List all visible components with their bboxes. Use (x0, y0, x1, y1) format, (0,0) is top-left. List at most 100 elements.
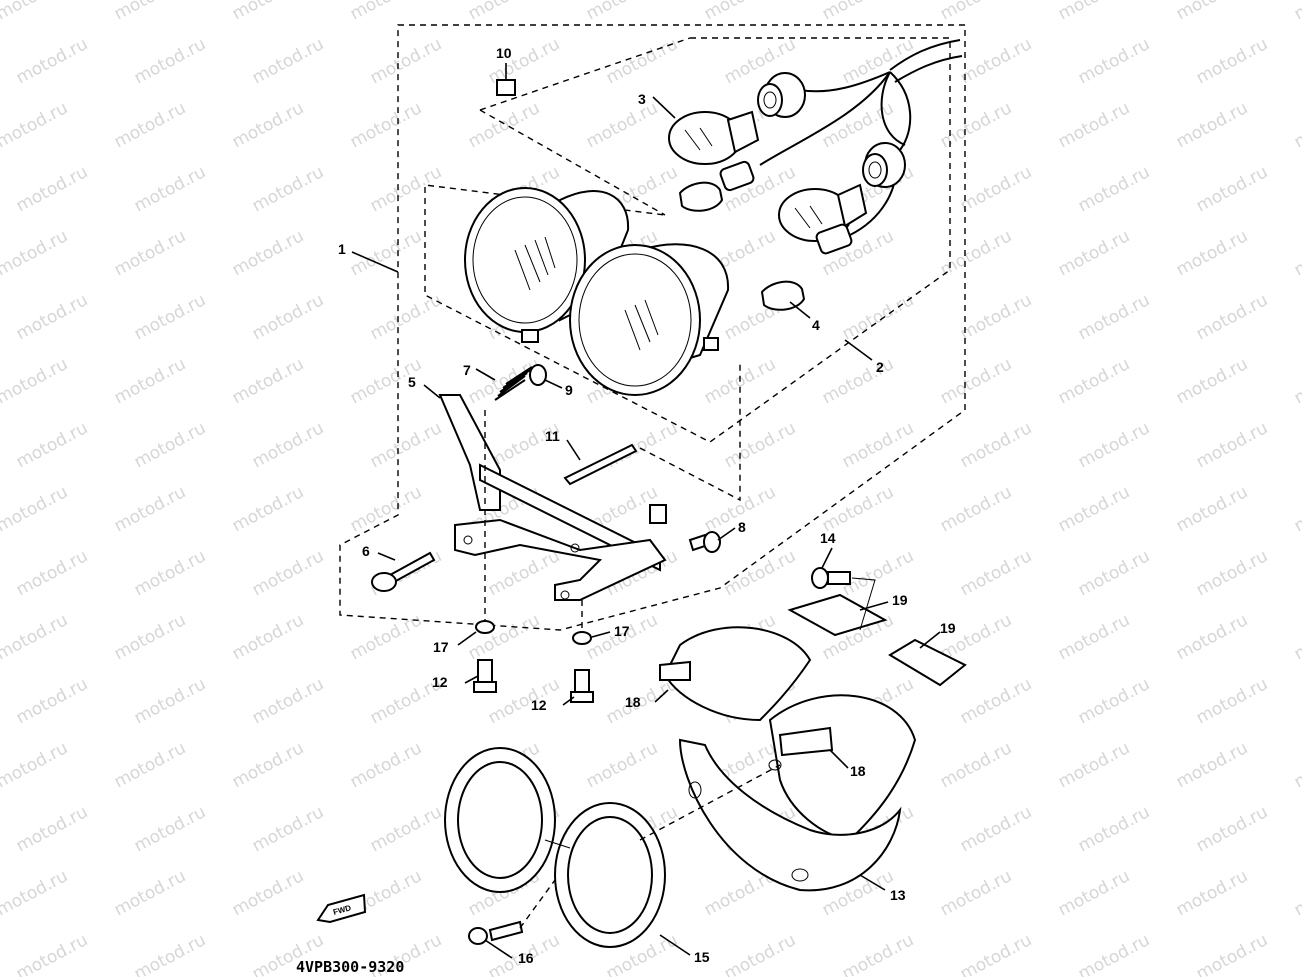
watermark-text: motod.ru (957, 546, 1035, 600)
clip-boundary-2 (479, 109, 666, 216)
leader-lines (351, 63, 941, 959)
watermark-text: motod.ru (131, 546, 209, 600)
callout-15: 15 (694, 949, 710, 965)
watermark-text: motod.ru (0, 354, 71, 408)
watermark-text: motod.ru (0, 610, 71, 664)
watermark-text: motod.ru (957, 930, 1035, 977)
assembly-1-boundary (339, 24, 966, 631)
washer-17-left (475, 620, 495, 634)
watermark-text: motod.ru (1055, 738, 1133, 792)
watermark-text: motod.ru (819, 354, 897, 408)
watermark-text: motod.ru (249, 290, 327, 344)
watermark-text: motod.ru (347, 482, 425, 536)
watermark-text: motod.ru (13, 546, 91, 600)
watermark-text: motod.ru (0, 738, 71, 792)
watermark-text: motod.ru (1193, 802, 1271, 856)
screw-14 (811, 567, 851, 589)
watermark-text: motod.ru (249, 34, 327, 88)
watermark-text: motod.ru (13, 290, 91, 344)
watermark-text: motod.ru (111, 0, 189, 24)
headlight-unit-right (569, 243, 730, 396)
watermark-text: motod.ru (367, 418, 445, 472)
bulb-3 (668, 110, 760, 165)
watermark-text: motod.ru (839, 418, 917, 472)
position-bulb-left (678, 160, 755, 212)
watermark-text: motod.ru (1055, 226, 1133, 280)
callout-2: 2 (876, 359, 884, 375)
watermark-text: motod.ru (13, 674, 91, 728)
clip-boundary (479, 37, 691, 111)
watermark-text: motod.ru (111, 354, 189, 408)
watermark-text: motod.ru (583, 738, 661, 792)
socket-bulb-3 (757, 72, 806, 118)
watermark-text: motod.ru (131, 802, 209, 856)
watermark-text: motod.ru (0, 866, 71, 920)
callout-1: 1 (338, 241, 346, 257)
watermark-text: motod.ru (1055, 0, 1133, 24)
callout-6: 6 (362, 543, 370, 559)
watermark-text: motod.ru (1291, 482, 1302, 536)
watermark-text: motod.ru (583, 98, 661, 152)
watermark-text: motod.ru (347, 226, 425, 280)
watermark-text: motod.ru (937, 738, 1015, 792)
watermark-text: motod.ru (1055, 98, 1133, 152)
watermark-text: motod.ru (819, 482, 897, 536)
watermark-text: motod.ru (1173, 226, 1251, 280)
watermark-text: motod.ru (1055, 482, 1133, 536)
washer-17-right (572, 631, 592, 645)
watermark-text: motod.ru (1291, 610, 1302, 664)
watermark-text: motod.ru (957, 418, 1035, 472)
callout-18-left: 18 (625, 694, 641, 710)
callout-19-upper: 19 (892, 592, 908, 608)
callout-8: 8 (738, 519, 746, 535)
callout-17-left: 17 (433, 639, 449, 655)
watermark-text: motod.ru (957, 162, 1035, 216)
watermark-text: motod.ru (957, 802, 1035, 856)
watermark-text: motod.ru (1291, 738, 1302, 792)
watermark-text: motod.ru (13, 418, 91, 472)
bolt-12-right (570, 669, 594, 703)
watermark-text: motod.ru (111, 482, 189, 536)
watermark-text: motod.ru (1291, 0, 1302, 24)
watermark-text: motod.ru (1193, 418, 1271, 472)
watermark-text: motod.ru (367, 162, 445, 216)
callout-9: 9 (565, 382, 573, 398)
watermark-text: motod.ru (1055, 610, 1133, 664)
watermark-text: motod.ru (1173, 866, 1251, 920)
watermark-text: motod.ru (229, 98, 307, 152)
watermark-text: motod.ru (111, 610, 189, 664)
watermark-text: motod.ru (229, 354, 307, 408)
watermark-text: motod.ru (937, 98, 1015, 152)
watermark-text: motod.ru (249, 546, 327, 600)
watermark-text: motod.ru (1173, 98, 1251, 152)
watermark-text: motod.ru (111, 866, 189, 920)
bracket-boundary (639, 360, 741, 502)
watermark-text: motod.ru (1075, 34, 1153, 88)
watermark-text: motod.ru (0, 0, 71, 24)
watermark-text: motod.ru (937, 354, 1015, 408)
part-code: 4VPB300-9320 (296, 958, 404, 976)
screw-16 (468, 920, 524, 945)
watermark-text: motod.ru (1075, 162, 1153, 216)
bolt-12-left (473, 659, 497, 693)
watermark-text: motod.ru (249, 162, 327, 216)
cable-tie-11 (563, 443, 638, 486)
watermark-text: motod.ru (1193, 290, 1271, 344)
watermark-text: motod.ru (1055, 354, 1133, 408)
callout-7: 7 (463, 362, 471, 378)
callout-3: 3 (638, 91, 646, 107)
callout-labels: 1 2 3 4 5 6 7 8 9 10 11 12 12 13 14 15 1… (338, 45, 956, 966)
watermark-text: motod.ru (1193, 674, 1271, 728)
watermark-text: motod.ru (347, 98, 425, 152)
watermark-text: motod.ru (13, 930, 91, 977)
watermark-text: motod.ru (229, 738, 307, 792)
watermark-text: motod.ru (839, 34, 917, 88)
watermark-text: motod.ru (1075, 802, 1153, 856)
bulb-4 (760, 223, 853, 311)
callout-12-right: 12 (531, 697, 547, 713)
watermark-text: motod.ru (937, 0, 1015, 24)
callout-5: 5 (408, 374, 416, 390)
callout-19-lower: 19 (940, 620, 956, 636)
watermark-text: motod.ru (13, 34, 91, 88)
